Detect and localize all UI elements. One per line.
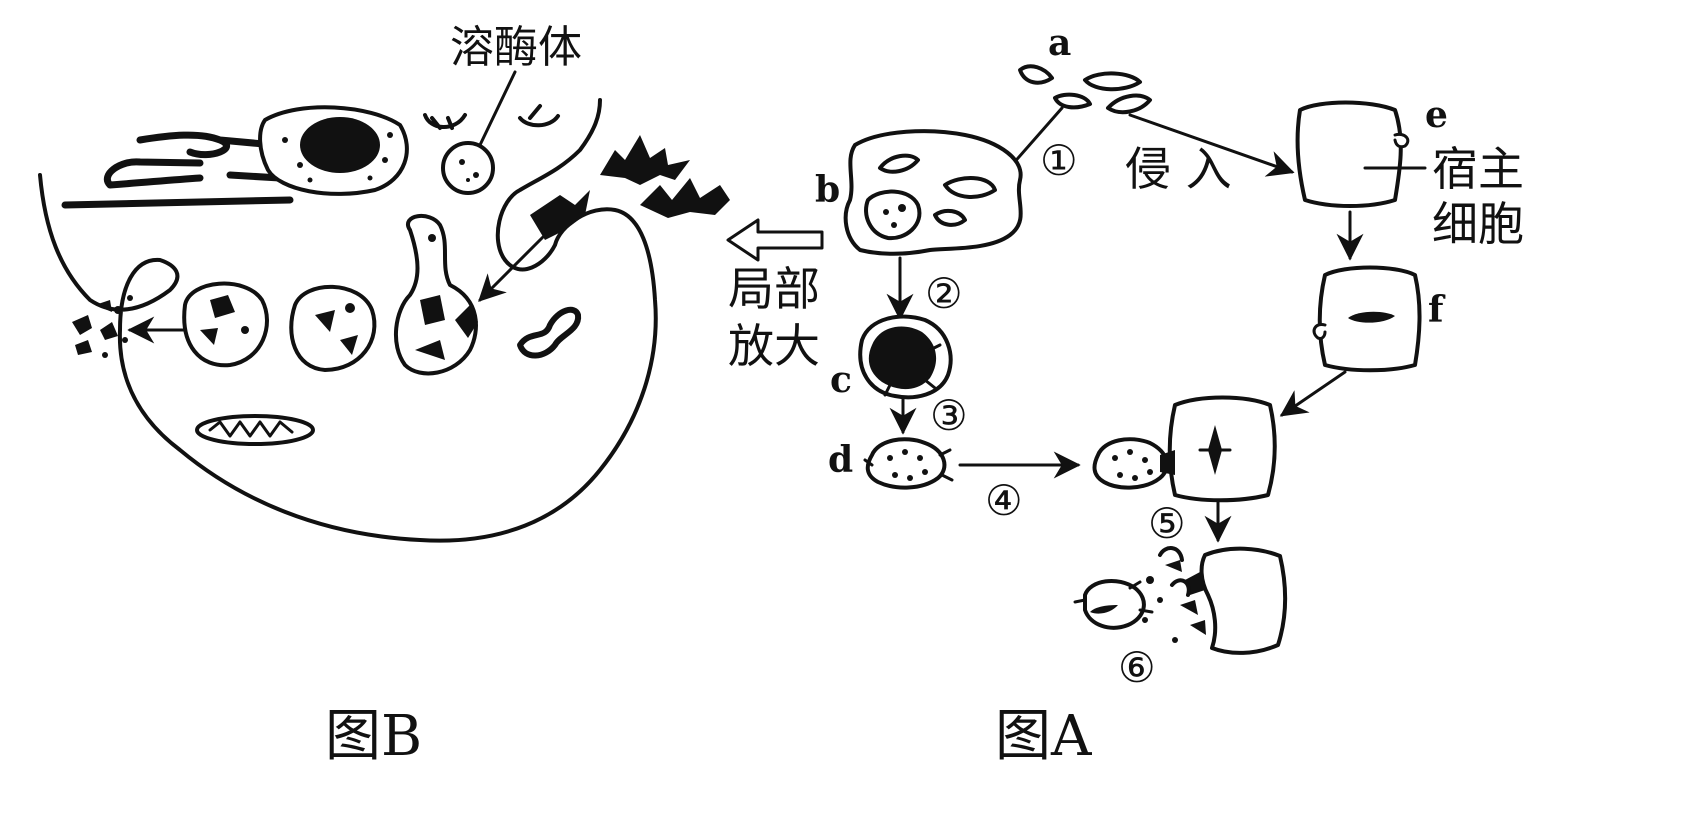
lysed-cell: [1142, 546, 1288, 655]
cell-label-e: e: [1425, 94, 1448, 136]
pseudopod-engulf: [530, 190, 590, 240]
cell-d: [863, 437, 954, 490]
step-5-number: ⑤: [1148, 499, 1186, 548]
cell-label-d: d: [828, 439, 853, 481]
host-cell-label-line1: 宿主: [1432, 142, 1524, 196]
figure-a-caption: 图A: [995, 704, 1092, 769]
endoplasmic-reticulum: [61, 131, 294, 209]
arrow-f-to-target: [1279, 370, 1347, 417]
macrophage-membrane: [38, 98, 658, 543]
cell-label-c: c: [830, 359, 852, 401]
digestion-vesicle-2: [289, 284, 377, 372]
cell-label-b: b: [815, 169, 840, 211]
zoom-label-line2: 放大: [728, 319, 820, 373]
invade-label: 侵 入: [1125, 142, 1232, 196]
mitochondrion-bottom: [195, 414, 315, 446]
step-3-number: ③: [930, 391, 968, 440]
vesicle-top-1: [423, 113, 467, 130]
effector-t-cell-attached: [1092, 437, 1175, 490]
phagolysosome-fusing: [393, 213, 478, 376]
target-cell: [1167, 395, 1277, 503]
step-4-number: ④: [985, 476, 1023, 525]
expelled-debris: [72, 295, 133, 358]
lysosome-label: 溶酶体: [450, 22, 582, 73]
bacteria-a: [1018, 64, 1152, 115]
cell-label-a: a: [1048, 22, 1071, 64]
lysosome: [441, 141, 495, 195]
cell-label-f: f: [1428, 289, 1446, 331]
step-6-number: ⑥: [1118, 643, 1156, 692]
zoom-label-line1: 局部: [728, 262, 820, 316]
macrophage-b: [843, 129, 1023, 256]
nucleus-blob: [258, 105, 409, 196]
figure-a: a ① 侵 入 b ② c ③: [815, 22, 1524, 769]
step-2-number: ②: [925, 269, 963, 318]
cell-c: [858, 314, 953, 400]
bacterium-dark-2: [640, 178, 730, 218]
phagocyte-bottom: [1073, 579, 1154, 630]
arrow-engulf-to-phagosome: [478, 233, 547, 302]
host-cell-e: [1295, 100, 1410, 208]
bacterium-dark-1: [600, 135, 690, 185]
mitochondrion-right: [517, 306, 582, 359]
vesicle-top-2: [518, 104, 560, 128]
step-1-number: ①: [1040, 136, 1078, 185]
infected-cell-f: [1312, 265, 1422, 373]
digestion-vesicle-1: [182, 281, 269, 368]
lysosome-pointer-line: [478, 70, 517, 147]
figure-b: 溶酶体: [38, 22, 730, 769]
figure-b-caption: 图B: [325, 704, 422, 769]
zoom-hollow-arrow: [726, 218, 824, 262]
arrow-invade: [1128, 113, 1295, 177]
zoom-indicator: 局部 放大: [726, 218, 824, 373]
host-cell-label-line2: 细胞: [1432, 197, 1524, 251]
